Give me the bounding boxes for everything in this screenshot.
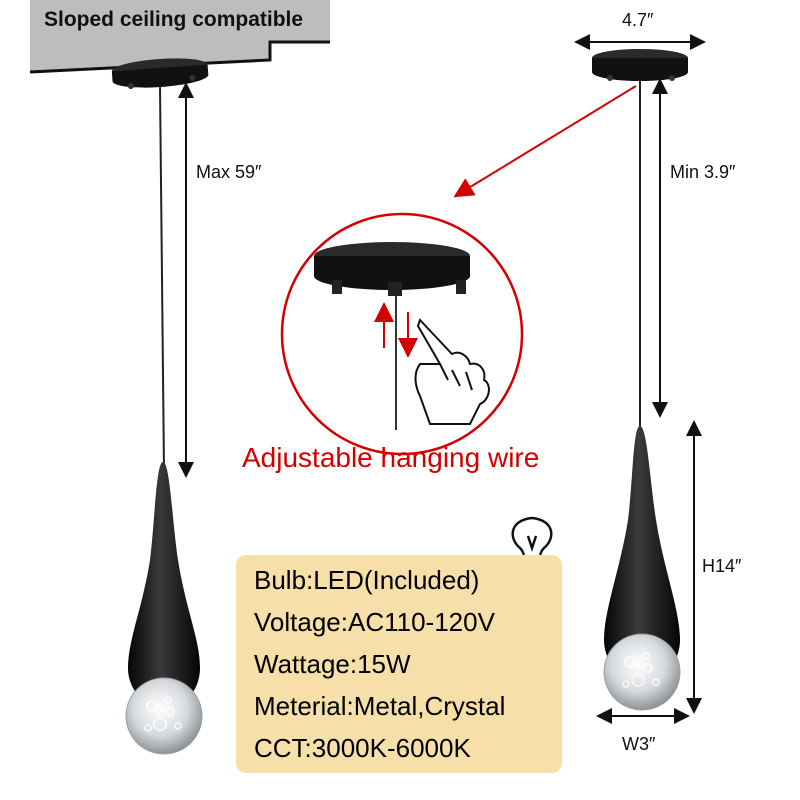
right-pendant [592,49,688,711]
max-length-label: Max 59″ [196,162,262,182]
banner-text: Sloped ceiling compatible [44,8,304,31]
spec-voltage: Voltage:AC110-120V [254,607,495,637]
spec-cct: CCT:3000K-6000K [254,733,471,763]
adjustable-wire-title: Adjustable hanging wire [242,442,540,473]
spec-bulb: Bulb:LED(Included) [254,565,480,595]
callout-pointer-arrow [453,85,637,198]
sloped-ceiling-label: Sloped ceiling compatible [30,0,344,40]
spec-wattage: Wattage:15W [254,649,411,679]
height-label: H14″ [702,556,742,576]
sloped-ceiling [30,0,330,72]
min-length-label: Min 3.9″ [670,162,736,182]
spec-material: Meterial:Metal,Crystal [254,691,506,721]
wire-detail-callout [280,212,524,456]
hand-pointer-icon [414,318,490,425]
spec-panel: Bulb:LED(Included) Voltage:AC110-120V Wa… [236,555,562,773]
width-label: W3″ [622,734,656,754]
canopy-width-label: 4.7″ [622,10,654,30]
left-pendant [111,58,209,755]
